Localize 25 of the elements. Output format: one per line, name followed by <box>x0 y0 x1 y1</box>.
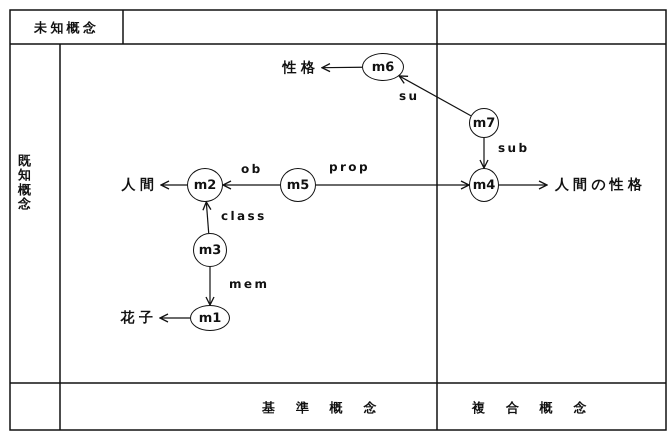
concept-circle: m4 <box>469 168 499 202</box>
arrow <box>479 138 489 169</box>
concept-circle: m3 <box>193 233 227 267</box>
concept-circle: m6 <box>362 53 404 81</box>
arrow <box>321 62 362 72</box>
arrow <box>160 180 187 190</box>
concept-name: 人間の性格 <box>555 178 646 192</box>
arrow <box>499 180 548 190</box>
arrow <box>205 267 215 306</box>
arrow <box>202 201 212 234</box>
concept-name: 人間 <box>122 178 158 192</box>
arrow <box>159 313 190 323</box>
arrow <box>222 180 280 190</box>
concept-circle: m7 <box>469 108 499 138</box>
arrow <box>398 75 472 116</box>
concept-circle: m2 <box>187 168 223 202</box>
concept-name: 性格 <box>282 61 319 75</box>
arrow <box>316 180 470 190</box>
column-header: 複合概念 <box>472 402 608 415</box>
column-header: 基準概念 <box>262 402 398 415</box>
concept-name: 花子 <box>120 311 157 325</box>
row-header: 既知概念 <box>18 155 31 212</box>
column-header: 未知概念 <box>34 22 99 35</box>
concept-circle: m5 <box>280 168 316 202</box>
concept-circle: m1 <box>190 305 230 331</box>
